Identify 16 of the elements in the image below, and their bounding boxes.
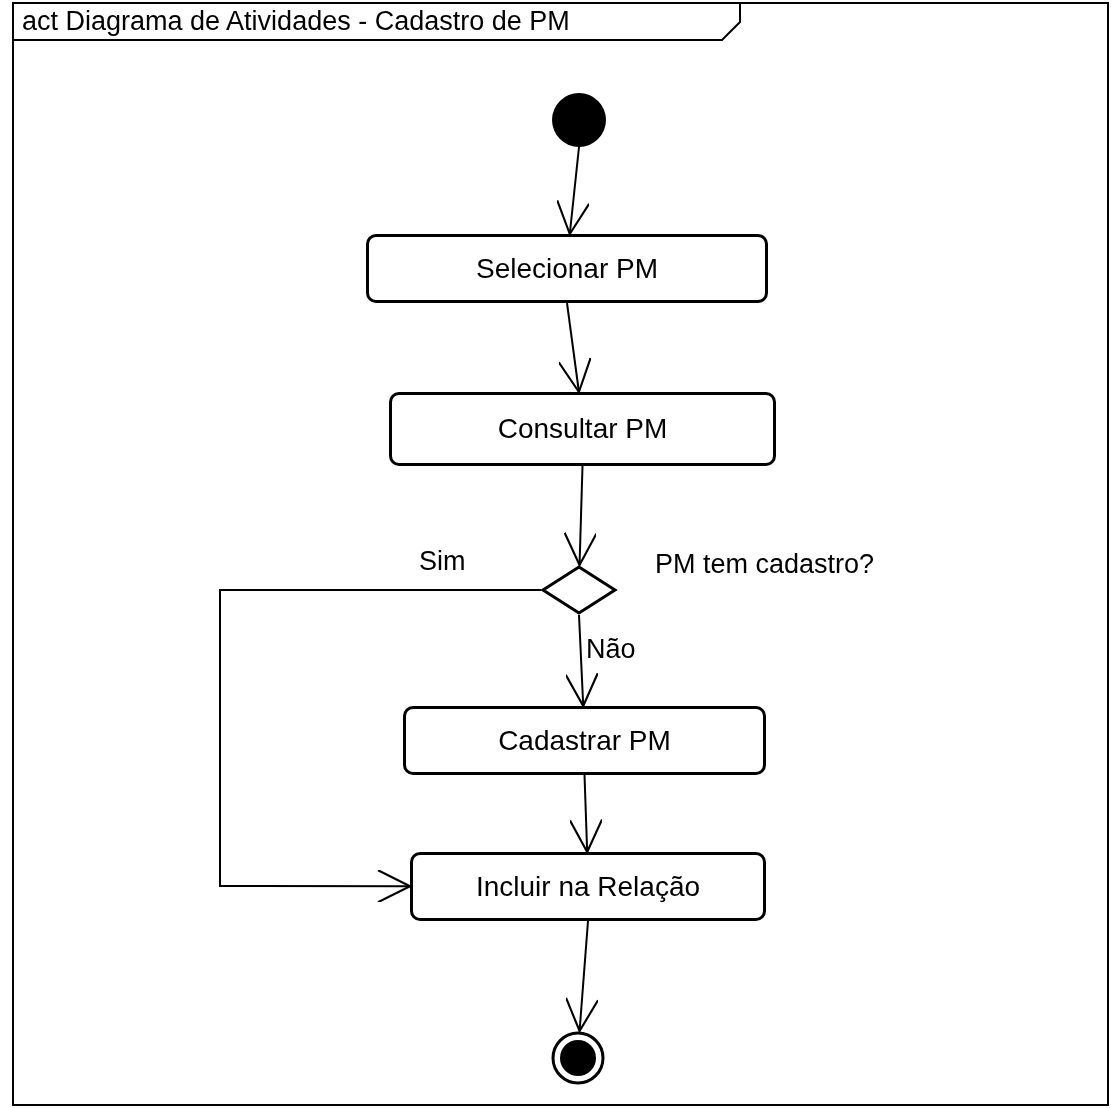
control-flow-arrow <box>565 920 600 1033</box>
control-flow-arrow <box>556 146 591 236</box>
action-box: Cadastrar PM <box>403 706 766 775</box>
control-flow-arrow <box>569 774 604 854</box>
frame-title: act Diagrama de Atividades - Cadastro de PM <box>22 6 570 37</box>
final-node <box>551 1031 605 1085</box>
action-box: Incluir na Relação <box>410 852 766 921</box>
initial-node <box>552 93 606 147</box>
control-flow-arrow <box>219 589 542 904</box>
action-box: Consultar PM <box>389 392 776 466</box>
action-box: Selecionar PM <box>366 234 768 303</box>
control-flow-arrow <box>563 465 598 567</box>
control-flow-arrow <box>557 302 592 394</box>
decision-diamond <box>541 565 617 615</box>
control-flow-arrow <box>564 614 599 708</box>
diagram-frame <box>12 2 1109 1106</box>
